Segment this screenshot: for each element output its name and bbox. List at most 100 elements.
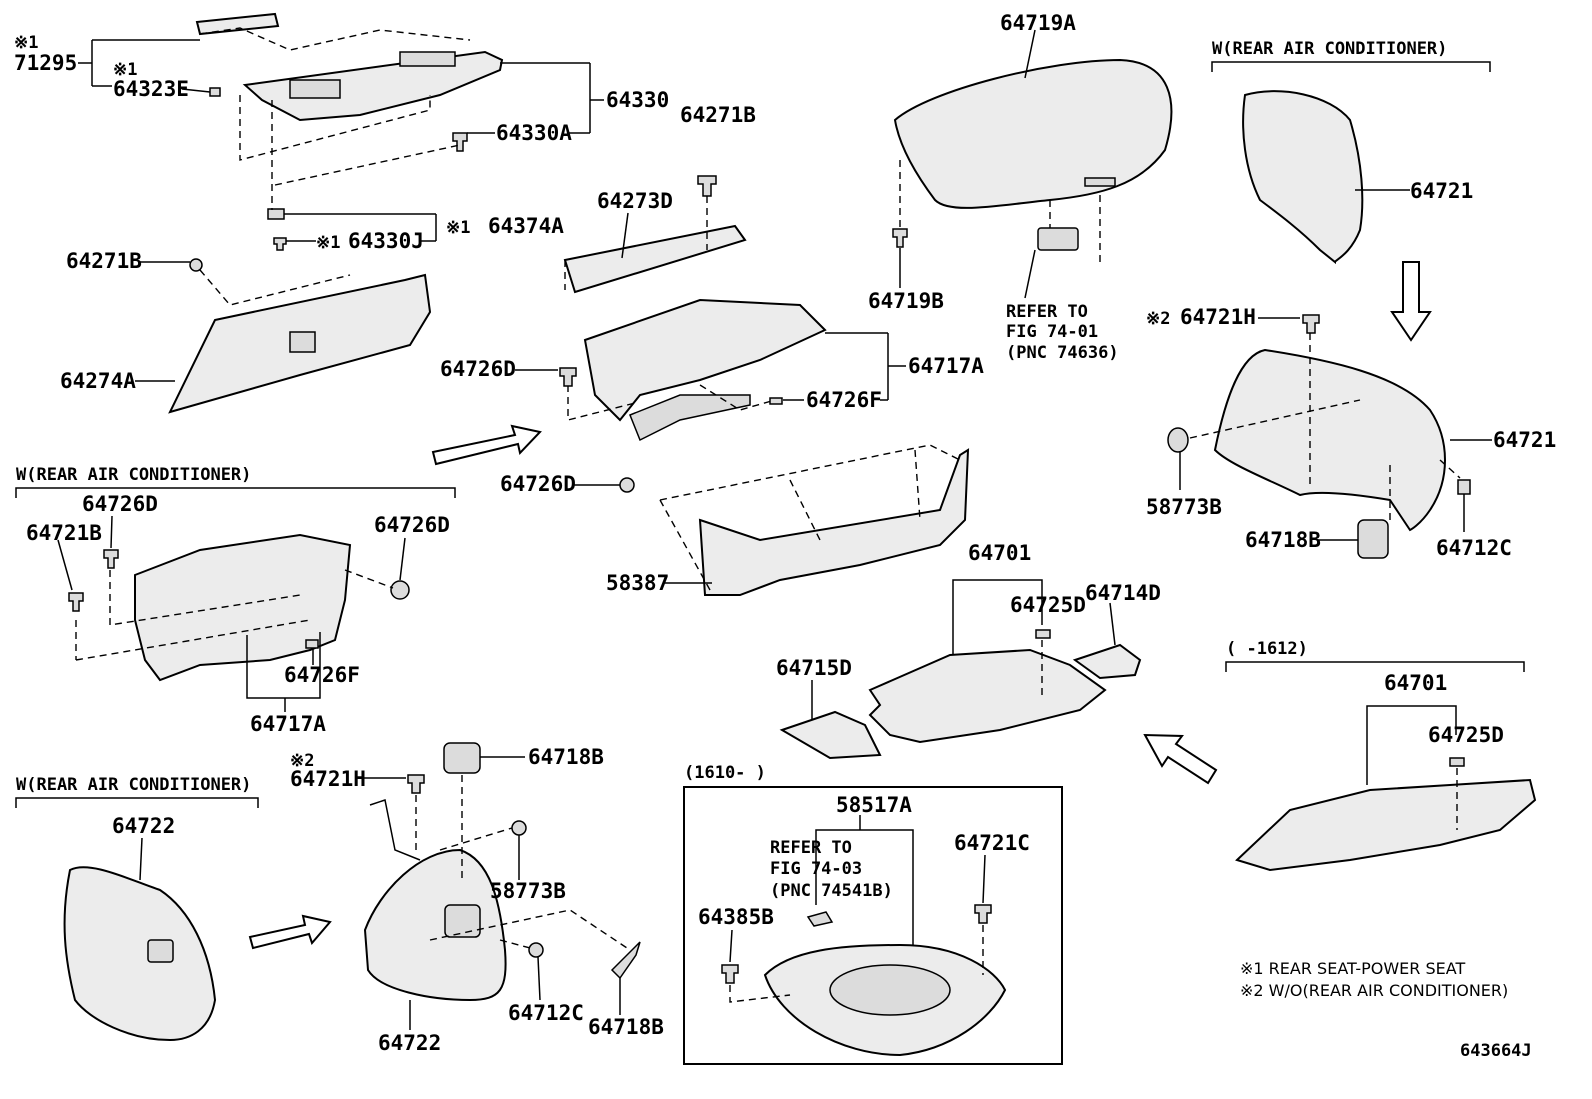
part-64701-right-group: ( -1612): [1225, 639, 1537, 872]
part-64721-side-trim-top: [1242, 90, 1364, 265]
group-rear-ac-mid-left: W(REAR AIR CONDITIONER): [16, 465, 251, 485]
label-58517A: 58517A: [836, 793, 912, 817]
part-64725D-clip-right: [1449, 757, 1465, 767]
marker-1-64330J: ※1: [316, 233, 340, 253]
part-64271B-clip-top: [697, 175, 717, 197]
part-71295-strip: [195, 12, 280, 36]
ref-7403-line2: FIG 74-03: [770, 859, 862, 879]
label-64701-right: 64701: [1384, 671, 1447, 695]
part-64726D-clip-l1: [103, 549, 119, 569]
part-64701-mid-group: [779, 579, 1142, 760]
part-64722-side-trim-left: [63, 866, 217, 1042]
part-64271B-clip-left: [189, 258, 203, 272]
part-58387-group: [574, 444, 970, 596]
part-64719A-lid-trim: [893, 58, 1173, 209]
marker-1-64323E: ※1: [113, 60, 137, 80]
part-64717A-tray: [583, 298, 827, 422]
range-box-1610: [683, 786, 1063, 1065]
marker-1-71295: ※1: [14, 33, 38, 53]
label-64714D: 64714D: [1085, 581, 1161, 605]
part-64718B-cover-right: [1357, 519, 1389, 559]
label-64718B-bottom: 64718B: [588, 1015, 664, 1039]
part-58773B-plug-left: [511, 820, 527, 836]
part-64726F-clip-mid: [769, 397, 783, 405]
group-range-1610: (1610- ): [684, 763, 766, 783]
note-2: ※2 W/O(REAR AIR CONDITIONER): [1240, 981, 1508, 1000]
referenced-lid-handle: [1037, 227, 1079, 251]
part-64385B-clip: [721, 964, 739, 984]
part-64712C-clip-right: [1457, 479, 1471, 495]
label-64722-left: 64722: [112, 814, 175, 838]
part-64273D-group: [563, 175, 747, 294]
label-64719B: 64719B: [868, 289, 944, 313]
speaker-grille-left: [289, 79, 341, 99]
part-64714D-mat: [1072, 643, 1142, 680]
label-64323E: 64323E: [113, 77, 189, 101]
part-64725D-clip-mid: [1035, 629, 1051, 639]
label-64726F-left: 64726F: [284, 663, 360, 687]
label-64271B-left: 64271B: [66, 249, 142, 273]
label-64273D: 64273D: [597, 189, 673, 213]
label-64330: 64330: [606, 88, 669, 112]
part-64719A-group: [892, 29, 1173, 299]
label-64271B-top: 64271B: [680, 103, 756, 127]
referenced-tray-part: [806, 911, 834, 927]
ref-7401-line1: REFER TO: [1006, 302, 1088, 322]
direction-arrow-1: [431, 424, 542, 466]
label-71295: 71295: [14, 51, 77, 75]
label-58773B-left: 58773B: [490, 879, 566, 903]
part-64726F-clip-left: [305, 639, 319, 649]
label-64717A-mid: 64717A: [908, 354, 984, 378]
part-64323E-clip: [209, 87, 221, 97]
label-64701-mid: 64701: [968, 541, 1031, 565]
part-64722-left-group: W(REAR AIR CONDITIONER): [15, 775, 259, 1042]
tray-lip: [629, 394, 751, 442]
direction-arrow-3: [1390, 261, 1432, 342]
part-64721H-clip-left: [407, 774, 425, 794]
trim-window-left: [147, 939, 174, 963]
part-64712C-clip-left: [528, 942, 544, 958]
label-64726D-mid: 64726D: [440, 357, 516, 381]
part-64721C-clip: [974, 904, 992, 924]
part-64718B-cover-bottom: [610, 941, 641, 980]
part-64273D-strip: [563, 224, 747, 294]
part-64717A-group: [515, 298, 906, 442]
label-64726D-l1: 64726D: [82, 492, 158, 516]
label-64721H-right: 64721H: [1180, 305, 1256, 329]
marker-2-64721H-left: ※2: [290, 751, 314, 771]
label-64721B: 64721B: [26, 521, 102, 545]
panel-cutout: [289, 331, 316, 353]
speaker-grille-right: [399, 51, 456, 67]
ref-7403-line3: (PNC 74541B): [770, 881, 893, 901]
part-64721-right-group: [1167, 314, 1492, 559]
part-64721B-clip: [68, 592, 84, 612]
part-58773B-plug-right: [1167, 427, 1189, 453]
label-64274A: 64274A: [60, 369, 136, 393]
part-58517A-group: (1610- ): [683, 763, 1063, 1065]
label-64726F-mid: 64726F: [806, 388, 882, 412]
ref-7403-line1: REFER TO: [770, 838, 852, 858]
label-58387: 58387: [606, 571, 669, 595]
ref-7401-line2: FIG 74-01: [1006, 322, 1098, 342]
label-64725D-mid: 64725D: [1010, 593, 1086, 617]
part-64722-center-group: [360, 742, 641, 1030]
label-64722-bottom: 64722: [378, 1031, 441, 1055]
part-64717A-tray-left: [134, 533, 352, 682]
label-58773B-right: 58773B: [1146, 495, 1222, 519]
label-64726D-l2: 64726D: [374, 513, 450, 537]
label-64719A: 64719A: [1000, 11, 1076, 35]
drawing-id: 643664J: [1460, 1041, 1532, 1061]
part-64721H-clip-right: [1302, 314, 1320, 334]
ref-7401-line3: (PNC 74636): [1006, 343, 1119, 363]
label-64715D: 64715D: [776, 656, 852, 680]
part-64330-tray: [242, 50, 504, 122]
direction-arrow-4: [1143, 733, 1218, 785]
part-64717A-left-group: W(REAR AIR CONDITIONER): [15, 465, 456, 712]
label-64721-right: 64721: [1493, 428, 1556, 452]
part-64715D-mat: [779, 710, 882, 760]
part-64726D-clip-mid: [559, 367, 577, 387]
label-64712C-left: 64712C: [508, 1001, 584, 1025]
label-64725D-right: 64725D: [1428, 723, 1504, 747]
